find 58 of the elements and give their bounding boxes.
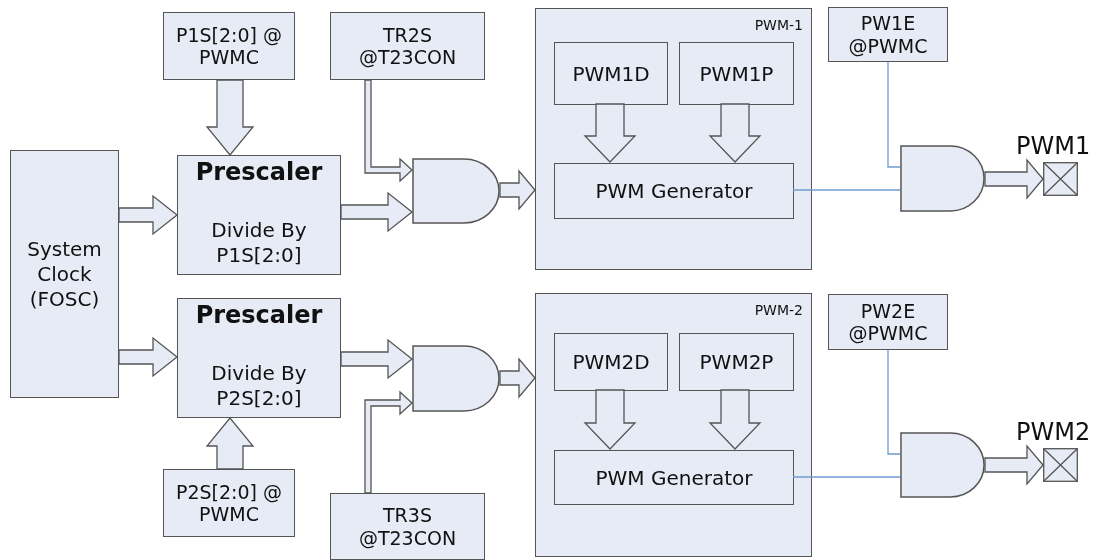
block-label: PWM1P [699,61,774,86]
register-box [828,7,948,62]
prescaler-description: Divide By P1S[2:0] [210,218,308,268]
panel-title: PWM-1 [754,17,803,33]
prescaler-title: Prescaler [195,158,323,186]
register-box [828,294,948,350]
block-arrow [205,79,255,157]
register-box [330,493,485,560]
block-label: PWM Generator [595,465,753,490]
block-box [554,42,668,105]
register-label: PW2E @PWMC [847,299,929,345]
block-box [554,450,794,505]
register-label: TR2S @T23CON [357,23,458,69]
block-box [679,42,794,105]
pwm-panel [535,293,812,557]
block-arrow [364,79,413,183]
block-arrow [499,169,536,211]
block-label: PWM2P [699,350,774,374]
register-label: TR3S @T23CON [357,504,458,549]
pin-label: PWM2 [1016,420,1091,444]
pin-label: PWM1 [1016,134,1091,158]
block-arrow [708,389,762,450]
register-label: PW1E @PWMC [847,12,929,57]
block-arrow [583,103,637,163]
register-label: P1S[2:0] @ PWMC [174,23,284,69]
block-box [554,163,794,219]
clock-label: System Clock (FOSC) [26,236,103,312]
block-arrow [499,357,536,399]
block-arrow [340,191,414,233]
block-arrow [984,444,1044,486]
block-arrow [984,158,1044,200]
block-arrow [340,338,414,380]
signal-line [792,189,901,191]
panel-title: PWM-2 [754,302,803,318]
block-arrow [364,390,413,494]
block-label: PWM2D [572,350,650,374]
block-label: PWM Generator [595,179,753,203]
register-box [163,469,295,537]
register-box [163,12,295,80]
signal-line [792,476,901,478]
block-arrow [708,103,762,163]
block-arrow [205,416,255,470]
register-box [330,12,485,80]
signal-line [887,349,901,455]
block-arrow [118,336,179,378]
prescaler-box [177,155,341,275]
signal-line [887,61,901,168]
prescaler-description: Divide By P2S[2:0] [210,361,308,411]
register-label: P2S[2:0] @ PWMC [174,480,284,526]
prescaler-box [177,298,341,418]
block-box [679,333,794,391]
pwm-panel [535,8,812,270]
block-arrow [583,389,637,450]
block-label: PWM1D [572,61,650,86]
block-box [554,333,668,391]
block-arrow [118,194,179,236]
prescaler-title: Prescaler [195,301,323,329]
clock-box [10,150,119,398]
